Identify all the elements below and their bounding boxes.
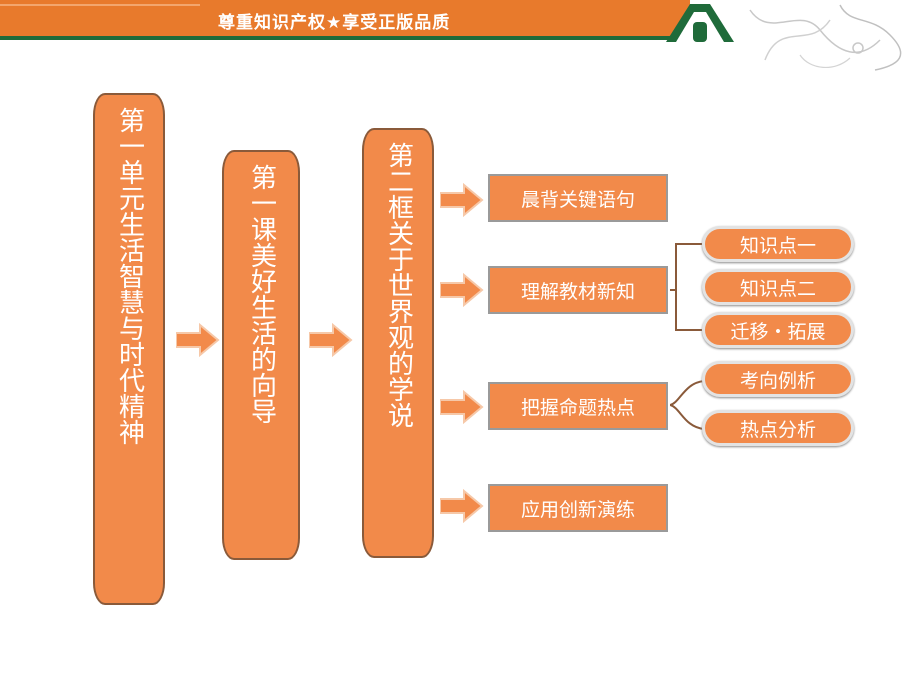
- section-practice-button[interactable]: 应用创新演练: [488, 484, 668, 532]
- exam-direction-example-button[interactable]: 考向例析: [702, 361, 854, 397]
- pill-label: 知识点一: [739, 234, 816, 257]
- logo-arch-icon: [666, 4, 734, 42]
- pill-label: 迁移・拓展: [730, 320, 826, 343]
- pill-label: 考向例析: [739, 369, 816, 392]
- lesson-title-box[interactable]: 第一课美好生活的向导: [222, 150, 300, 560]
- copyright-tagline: 尊重知识产权★享受正版品质: [218, 13, 451, 33]
- unit-title-text: 第一单元生活智慧与时代精神: [114, 107, 145, 445]
- section-label: 应用创新演练: [520, 498, 635, 521]
- arrow-right-icon: [440, 390, 484, 424]
- transfer-extension-button[interactable]: 迁移・拓展: [702, 312, 854, 348]
- arrow-right-icon: [440, 183, 484, 217]
- section-label: 晨背关键语句: [520, 188, 635, 211]
- bracket-connector: [670, 380, 704, 430]
- unit-title-box[interactable]: 第一单元生活智慧与时代精神: [93, 93, 165, 605]
- bracket-connector: [670, 243, 704, 331]
- section-label: 理解教材新知: [520, 280, 635, 303]
- section-morning-recitation-button[interactable]: 晨背关键语句: [488, 174, 668, 222]
- top-banner: [0, 0, 700, 40]
- section-understand-textbook-button[interactable]: 理解教材新知: [488, 266, 668, 314]
- section-label: 把握命题热点: [520, 396, 635, 419]
- hotspot-analysis-button[interactable]: 热点分析: [702, 410, 854, 446]
- knowledge-point-two-button[interactable]: 知识点二: [702, 269, 854, 305]
- arrow-right-icon: [440, 273, 484, 307]
- lesson-title-text: 第一课美好生活的向导: [246, 164, 277, 424]
- pill-label: 热点分析: [739, 418, 816, 441]
- arrow-right-icon: [440, 489, 484, 523]
- knowledge-point-one-button[interactable]: 知识点一: [702, 226, 854, 262]
- arrow-right-icon: [176, 323, 220, 357]
- frame-title-text: 第二框关于世界观的学说: [383, 142, 414, 428]
- section-hotspots-button[interactable]: 把握命题热点: [488, 382, 668, 430]
- decorative-flourish-icon: [749, 4, 902, 71]
- arrow-right-icon: [309, 323, 353, 357]
- pill-label: 知识点二: [739, 277, 816, 300]
- frame-title-box[interactable]: 第二框关于世界观的学说: [362, 128, 434, 558]
